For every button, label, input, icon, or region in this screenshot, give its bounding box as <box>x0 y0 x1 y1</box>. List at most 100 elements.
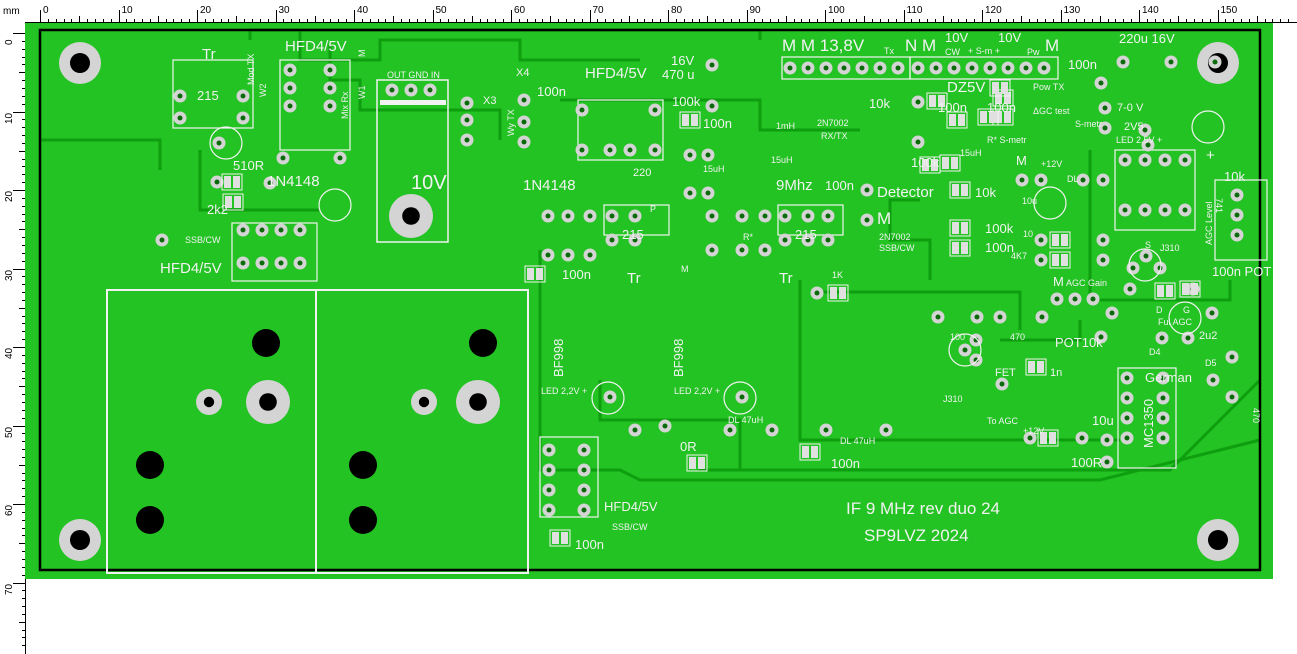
ruler-tick <box>1162 19 1164 22</box>
silk-label: 470 <box>1251 408 1261 424</box>
ruler-tick <box>550 16 552 22</box>
ruler-label: 80 <box>671 5 683 16</box>
drill-hole <box>973 357 979 363</box>
silk-label: BF998 <box>551 338 566 377</box>
ruler-tick <box>22 252 25 254</box>
silk-label: German <box>1145 370 1192 385</box>
smd-pad <box>922 159 929 171</box>
silk-label: 10V <box>411 172 447 194</box>
ruler-tick <box>1209 19 1211 22</box>
drill-hole <box>607 394 613 400</box>
silk-label: Mix Rx <box>340 91 350 120</box>
ruler-label: 20 <box>200 5 212 16</box>
drill-hole <box>1102 105 1108 111</box>
drill-hole <box>1120 59 1126 65</box>
silk-label: FET <box>995 367 1016 379</box>
ruler-tick <box>22 119 25 121</box>
ruler-tick <box>1280 19 1282 22</box>
silk-label: 1N4148 <box>267 173 320 190</box>
ruler-tick <box>809 19 811 22</box>
ruler-tick <box>408 19 410 22</box>
silk-label: 100n <box>703 116 732 131</box>
component-outline <box>1114 149 1196 231</box>
ruler-tick <box>1005 19 1007 22</box>
ruler-tick <box>94 19 96 22</box>
drill-hole <box>1124 435 1130 441</box>
ruler-tick <box>22 87 25 89</box>
ruler-tick <box>668 10 669 22</box>
ruler-unit: mm <box>3 6 20 17</box>
silk-label: 10u <box>1092 413 1114 428</box>
smd-pad <box>1004 111 1011 123</box>
ruler-tick <box>1154 19 1156 22</box>
ruler-tick <box>87 19 89 22</box>
ruler-tick <box>22 237 25 239</box>
ruler-tick <box>22 182 25 184</box>
ruler-tick <box>22 56 25 58</box>
pcb-board[interactable]: Tr 215 Mod TX HFD4/5V Mix Rx W2 W1 M OUT… <box>25 23 1273 579</box>
smd-pad <box>961 242 968 254</box>
silk-label: 10 <box>1023 229 1034 239</box>
smd-pad <box>225 196 232 208</box>
drill-hole <box>1098 80 1104 86</box>
drill-hole <box>823 65 829 71</box>
drill-hole <box>999 381 1005 387</box>
drill-hole <box>859 65 865 71</box>
smd-outline <box>946 111 968 129</box>
silk-label: DL <box>1067 174 1079 184</box>
silk-label: LED 2,2V + <box>541 386 588 396</box>
ruler-tick <box>1248 19 1250 22</box>
smd-pad <box>224 176 231 188</box>
drill-hole <box>709 103 715 109</box>
ruler-tick <box>801 19 803 22</box>
ruler-tick <box>47 19 49 22</box>
ruler-tick <box>22 480 25 482</box>
silk-label: 2u2 <box>1199 330 1218 342</box>
silk-label: 2k2 <box>207 202 228 217</box>
ruler-tick <box>22 315 25 317</box>
drill-hole <box>1182 207 1188 213</box>
silk-label: Tx <box>884 46 894 56</box>
ruler-tick <box>526 19 528 22</box>
ruler-tick <box>934 19 936 22</box>
smd-pad <box>938 95 945 107</box>
ruler-tick <box>22 260 25 262</box>
ruler-tick <box>777 19 779 22</box>
ruler-tick <box>142 19 144 22</box>
drill-hole <box>287 85 293 91</box>
ruler-tick <box>346 19 348 22</box>
smd-outline <box>549 529 571 547</box>
ruler-tick <box>738 19 740 22</box>
ruler-tick <box>895 19 897 22</box>
silk-label: Tr <box>627 270 641 287</box>
ruler-tick <box>558 19 560 22</box>
smd-pad <box>1001 82 1008 94</box>
smd-outline <box>1049 251 1071 269</box>
drill-hole <box>280 155 286 161</box>
ruler-tick <box>825 10 826 22</box>
drill-hole <box>1122 207 1128 213</box>
regulator-tab <box>380 100 446 105</box>
silk-label: ΔGC test <box>1033 106 1070 116</box>
drill-hole <box>739 247 745 253</box>
board-outline <box>38 28 1262 572</box>
smd-pad <box>1037 361 1044 373</box>
drill-hole <box>418 396 430 408</box>
silk-label: 10V <box>945 30 969 45</box>
drill-hole <box>1041 65 1047 71</box>
ruler-tick <box>275 10 277 22</box>
drill-hole <box>709 62 715 68</box>
drill-hole <box>287 103 293 109</box>
smd-pad <box>929 95 936 107</box>
silk-label: M M 13,8V <box>782 36 865 55</box>
ruler-tick <box>1139 10 1140 22</box>
ruler-tick <box>1186 19 1188 22</box>
ruler-tick <box>22 362 25 364</box>
silk-label: 220u 16V <box>1119 31 1175 46</box>
ruler-tick <box>13 504 25 505</box>
ruler-tick <box>22 401 25 403</box>
regulator-outline <box>376 79 449 243</box>
smd-outline <box>222 193 244 211</box>
ruler-tick <box>22 95 25 97</box>
drill-hole <box>587 252 593 258</box>
